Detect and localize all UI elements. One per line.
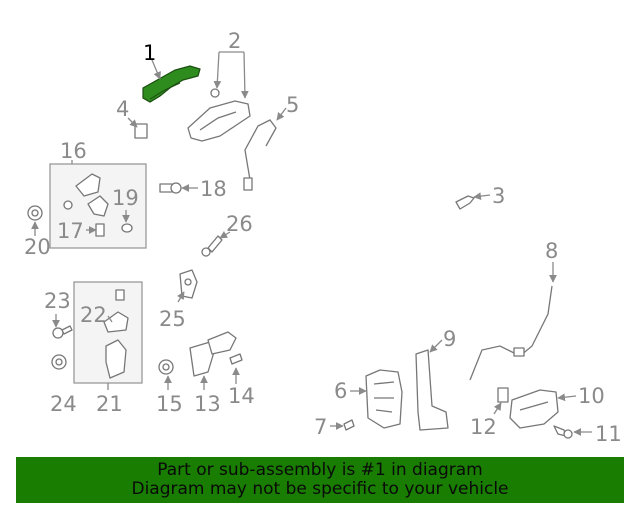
part-1-handle-bracket[interactable] xyxy=(142,65,201,103)
callout-6: 6 xyxy=(334,379,347,403)
callout-22: 22 xyxy=(80,303,107,327)
part-7-screw[interactable] xyxy=(343,419,355,431)
part-18-bolt[interactable] xyxy=(159,182,182,194)
callout-20: 20 xyxy=(24,235,51,259)
callout-13: 13 xyxy=(194,392,221,416)
part-11-screw[interactable] xyxy=(553,425,573,439)
callout-25: 25 xyxy=(159,307,186,331)
parts-diagram: 1 2 3 4 5 16 19 17 xyxy=(24,29,622,446)
part-5-rod[interactable] xyxy=(243,119,277,191)
part-10-inner-handle[interactable] xyxy=(509,389,559,429)
part-26-bolt[interactable] xyxy=(201,235,223,257)
part-14-bolt[interactable] xyxy=(229,353,243,365)
part-25-striker[interactable] xyxy=(179,269,198,299)
callout-5: 5 xyxy=(286,93,299,117)
callout-8: 8 xyxy=(545,239,558,263)
part-13-hinge[interactable] xyxy=(189,331,237,377)
callout-4: 4 xyxy=(116,97,129,121)
callout-2: 2 xyxy=(228,29,241,53)
callout-1: 1 xyxy=(143,41,156,65)
callout-24: 24 xyxy=(50,392,77,416)
callout-26: 26 xyxy=(226,212,253,236)
callout-9: 9 xyxy=(443,327,456,351)
part-4-clip[interactable] xyxy=(134,123,148,139)
part-6-lock[interactable] xyxy=(365,369,403,429)
callout-23: 23 xyxy=(44,289,71,313)
banner-line-2: Diagram may not be specific to your vehi… xyxy=(131,479,509,499)
part-12-clip[interactable] xyxy=(497,387,509,403)
callout-10: 10 xyxy=(578,384,605,408)
part-23-bolt[interactable] xyxy=(52,325,73,339)
callout-14: 14 xyxy=(228,384,255,408)
callout-3: 3 xyxy=(492,184,505,208)
part-8-cable[interactable] xyxy=(469,285,553,381)
part-16-bracket[interactable] xyxy=(63,173,109,217)
callout-17: 17 xyxy=(57,219,84,243)
callout-19: 19 xyxy=(112,186,139,210)
part-21-hinge[interactable] xyxy=(103,289,129,379)
leader-1 xyxy=(151,59,161,80)
part-24-nut[interactable] xyxy=(51,354,67,370)
part-15-nut[interactable] xyxy=(158,359,174,375)
part-17-bolt[interactable] xyxy=(95,223,105,237)
callout-12: 12 xyxy=(470,415,497,439)
part-3-pin[interactable] xyxy=(455,195,475,210)
callout-16: 16 xyxy=(60,139,87,163)
callout-7: 7 xyxy=(314,415,327,439)
info-banner: Part or sub-assembly is #1 in diagram Di… xyxy=(16,457,624,503)
part-9-bracket[interactable] xyxy=(415,349,449,431)
banner-line-1: Part or sub-assembly is #1 in diagram xyxy=(157,460,483,480)
callout-21: 21 xyxy=(96,392,123,416)
part-20-nut[interactable] xyxy=(27,205,43,221)
part-2-outer-handle[interactable] xyxy=(187,88,251,142)
part-19-plug[interactable] xyxy=(121,223,133,233)
callout-18: 18 xyxy=(200,177,227,201)
callout-15: 15 xyxy=(156,392,183,416)
callout-11: 11 xyxy=(595,422,622,446)
